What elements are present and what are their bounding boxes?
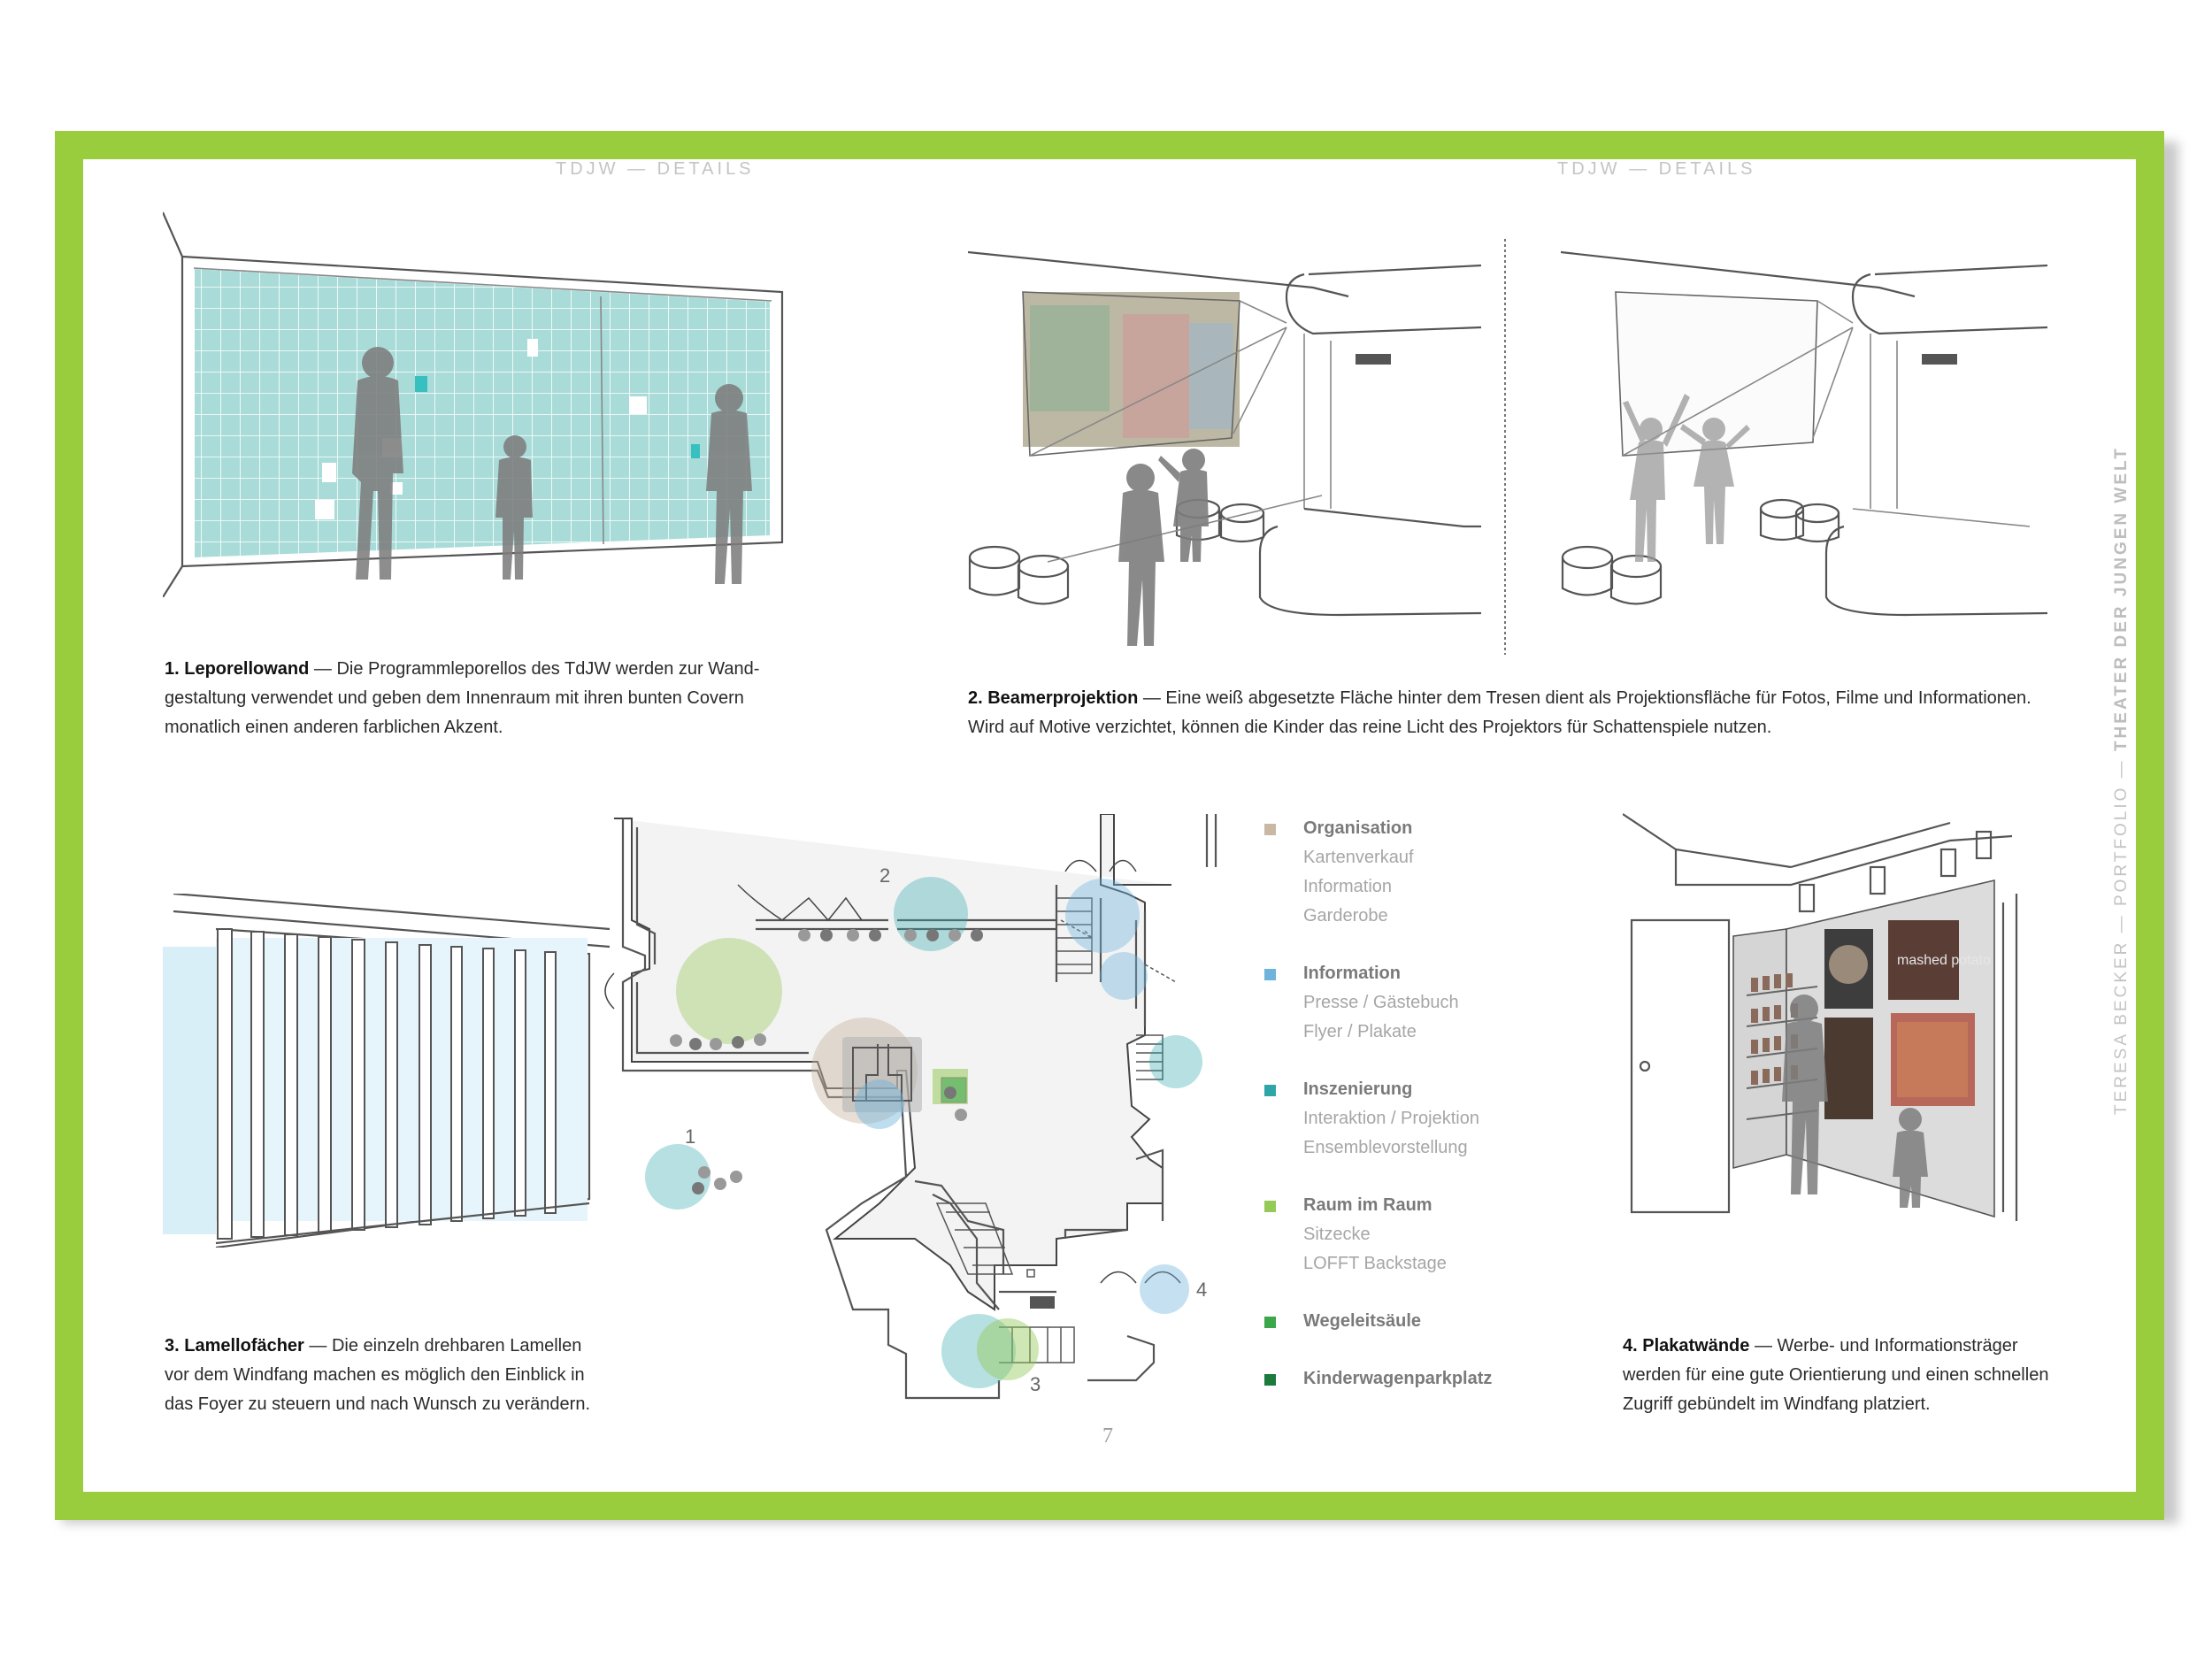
caption-beamerprojektion: 2. Beamerprojektion — Eine weiß abgesetz…: [968, 684, 2032, 742]
legend-title-kinderwagenparkplatz: Kinderwagenparkplatz: [1303, 1369, 1493, 1388]
caption-2-title: 2. Beamerprojektion: [968, 688, 1139, 708]
plan-legend: Organisation Kartenverkauf Information G…: [1264, 814, 1556, 1394]
plakatwaende-illustration: mashed potato: [1623, 813, 2018, 1221]
side-title: TERESA BECKER — PORTFOLIO — THEATER DER …: [2112, 446, 2131, 1115]
plan-label-1: 1: [685, 1125, 695, 1148]
legend-information: Information Presse / Gästebuch Flyer / P…: [1264, 959, 1556, 1047]
side-author: TERESA BECKER — PORTFOLIO —: [2112, 751, 2131, 1115]
caption-1-line2: gestaltung verwendet und geben dem Innen…: [165, 688, 744, 708]
caption-1-title: 1. Leporellowand: [165, 659, 310, 679]
page-number: 7: [1102, 1425, 1113, 1448]
poster-title: mashed potato: [1897, 953, 1991, 968]
green-frame: TDJW — DETAILS TDJW — DETAILS: [55, 131, 2164, 1520]
legend-wegeleitsaeule: Wegeleitsäule: [1264, 1307, 1556, 1336]
legend-swatch-organisation: [1264, 824, 1276, 835]
legend-item: Sitzecke: [1303, 1225, 1371, 1244]
plan-label-2: 2: [879, 864, 890, 887]
legend-item: Presse / Gästebuch: [1303, 993, 1459, 1012]
legend-item: Information: [1303, 877, 1393, 896]
plan-label-3: 3: [1030, 1373, 1041, 1395]
caption-4-line2: werden für eine gute Orientierung und ei…: [1623, 1365, 2049, 1385]
legend-title-raum-im-raum: Raum im Raum: [1303, 1195, 1432, 1215]
spread-page: TDJW — DETAILS TDJW — DETAILS: [83, 159, 2136, 1492]
running-head-right: TDJW — DETAILS: [1557, 159, 1756, 179]
beamer-illustration-shadow: [1561, 250, 2048, 617]
vertical-divider: [1504, 239, 1506, 655]
caption-4-title: 4. Plakatwände: [1623, 1336, 1750, 1356]
caption-3-line2: vor dem Windfang machen es möglich den E…: [165, 1365, 585, 1385]
legend-raum-im-raum: Raum im Raum Sitzecke LOFFT Backstage: [1264, 1191, 1556, 1279]
running-head-left: TDJW — DETAILS: [556, 159, 755, 179]
caption-4-text: — Werbe- und Informationsträger: [1749, 1336, 2018, 1356]
caption-4-line3: Zugriff gebündelt im Windfang platziert.: [1623, 1394, 1931, 1414]
legend-item: LOFFT Backstage: [1303, 1254, 1447, 1273]
caption-3-text: — Die einzeln drehbaren Lamellen: [303, 1336, 582, 1356]
legend-inszenierung: Inszenierung Interaktion / Projektion En…: [1264, 1075, 1556, 1163]
caption-plakatwaende: 4. Plakatwände — Werbe- und Informations…: [1623, 1332, 2048, 1419]
legend-item: Interaktion / Projektion: [1303, 1109, 1479, 1128]
caption-2-line2: Wird auf Motive verzichtet, können die K…: [968, 718, 1772, 737]
legend-title-wegeleitsaeule: Wegeleitsäule: [1303, 1311, 1422, 1331]
legend-title-organisation: Organisation: [1303, 818, 1413, 838]
caption-3-title: 3. Lamellofächer: [165, 1336, 304, 1356]
legend-title-inszenierung: Inszenierung: [1303, 1079, 1413, 1099]
legend-organisation: Organisation Kartenverkauf Information G…: [1264, 814, 1556, 931]
caption-3-line3: das Foyer zu steuern und nach Wunsch zu …: [165, 1394, 591, 1414]
legend-item: Garderobe: [1303, 906, 1388, 926]
legend-swatch-raum-im-raum: [1264, 1201, 1276, 1212]
legend-swatch-kinderwagenparkplatz: [1264, 1374, 1276, 1386]
legend-item: Kartenverkauf: [1303, 848, 1414, 867]
floor-plan: 1 2 3 4: [604, 814, 1217, 1400]
legend-item: Ensemblevorstellung: [1303, 1138, 1468, 1157]
plan-label-4: 4: [1196, 1279, 1207, 1301]
legend-swatch-wegeleitsaeule: [1264, 1317, 1276, 1328]
caption-lamellofaecher: 3. Lamellofächer — Die einzeln drehbaren…: [165, 1332, 590, 1419]
legend-item: Flyer / Plakate: [1303, 1022, 1417, 1041]
legend-kinderwagenparkplatz: Kinderwagenparkplatz: [1264, 1364, 1556, 1394]
leporellowand-illustration: [163, 211, 784, 597]
caption-2-text: — Eine weiß abgesetzte Fläche hinter dem…: [1138, 688, 2032, 708]
beamer-illustration-image: [968, 250, 1482, 646]
side-subject: THEATER DER JUNGEN WELT: [2112, 446, 2131, 752]
legend-swatch-information: [1264, 969, 1276, 980]
lamellofaecher-illustration: [163, 894, 611, 1248]
caption-leporellowand: 1. Leporellowand — Die Programmleporello…: [165, 655, 759, 742]
caption-1-text: — Die Programmleporellos des TdJW werden…: [309, 659, 760, 679]
legend-title-information: Information: [1303, 964, 1401, 983]
caption-1-line3: monatlich einen anderen farblichen Akzen…: [165, 718, 503, 737]
legend-swatch-inszenierung: [1264, 1085, 1276, 1096]
